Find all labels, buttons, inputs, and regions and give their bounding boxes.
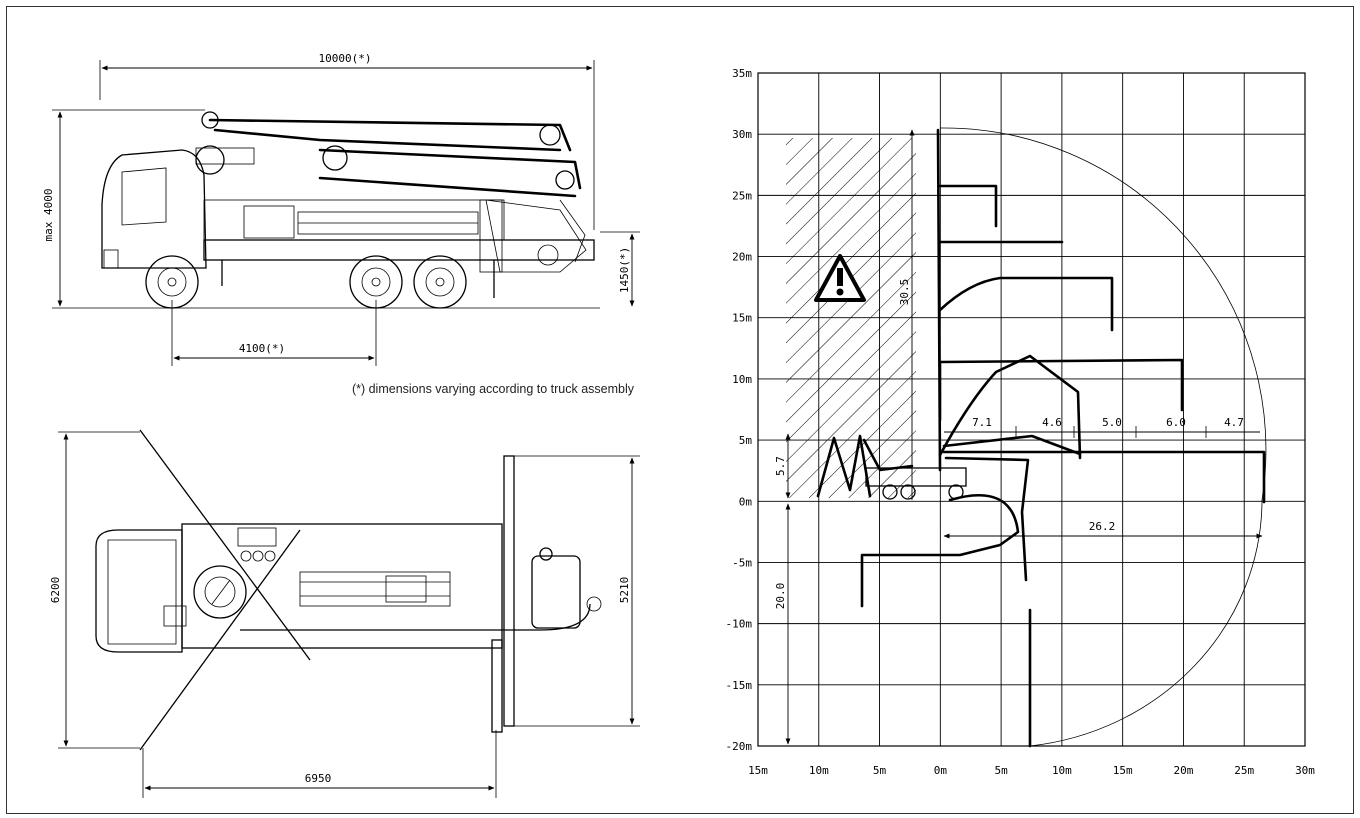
x-tick-label: 5m <box>873 764 887 777</box>
truck-side-outline <box>101 111 595 309</box>
height-above-ground-label: 5.7 <box>774 456 787 476</box>
overall-length-dimension: 10000(*) <box>99 52 595 230</box>
x-axis-tick-labels: 15m 10m 5m 0m 5m 10m 15m 20m 25m 30m <box>748 764 1315 777</box>
reach-grid-lines <box>757 72 1306 747</box>
horizontal-reach-label: 26.2 <box>1089 520 1116 533</box>
y-axis-tick-labels: 35m 30m 25m 20m 15m 10m 5m 0m -5m -10m -15m -20m <box>726 67 753 753</box>
front-outrigger-span-dimension: 6200 <box>49 431 140 749</box>
reach-envelope-arc <box>939 127 1267 747</box>
rear-height-label: 1450(*) <box>618 247 631 293</box>
rear-height-dimension: 1450(*) <box>600 231 640 307</box>
rear-outrigger-span-dimension: 5210 <box>512 455 640 727</box>
wheelbase-dimension: 4100(*) <box>171 300 377 366</box>
front-outrigger-span-label: 6200 <box>49 577 62 604</box>
section-length-1: 7.1 <box>972 416 992 429</box>
x-tick-label: 15m <box>1113 764 1133 777</box>
footnote: (*) dimensions varying according to truc… <box>352 382 635 396</box>
section-dimensions: 7.1 4.6 5.0 6.0 4.7 <box>944 416 1260 438</box>
warning-triangle-icon <box>814 254 866 302</box>
x-tick-label: 15m <box>748 764 768 777</box>
max-height-label: max 4000 <box>42 189 55 242</box>
side-view: 10000(*) max 4000 1450(*) 4100(*) <box>42 52 640 366</box>
section-length-5: 4.7 <box>1224 416 1244 429</box>
x-tick-label: 20m <box>1174 764 1194 777</box>
x-tick-label: 5m <box>994 764 1008 777</box>
y-tick-label: 30m <box>732 128 752 141</box>
max-height-dimension: max 4000 <box>42 109 600 309</box>
y-tick-label: 20m <box>732 251 752 264</box>
x-tick-label: 30m <box>1295 764 1315 777</box>
section-length-2: 4.6 <box>1042 416 1062 429</box>
x-tick-label: 10m <box>809 764 829 777</box>
y-tick-label: 25m <box>732 189 752 202</box>
y-tick-label: 35m <box>732 67 752 80</box>
y-tick-label: -20m <box>726 740 753 753</box>
wheelbase-label: 4100(*) <box>239 342 285 355</box>
rear-outrigger-span-label: 5210 <box>618 577 631 604</box>
y-tick-label: 15m <box>732 312 752 325</box>
y-tick-label: -15m <box>726 679 753 692</box>
y-tick-label: 5m <box>739 434 753 447</box>
drawing-frame <box>6 6 1354 814</box>
y-tick-label: -10m <box>726 618 753 631</box>
x-tick-label: 0m <box>934 764 948 777</box>
outrigger-base-label: 6950 <box>305 772 332 785</box>
depth-below-label: 20.0 <box>774 583 787 610</box>
x-tick-label: 10m <box>1052 764 1072 777</box>
vertical-reach-label: 30.5 <box>898 279 911 306</box>
top-view: 6200 5210 6950 <box>49 429 640 798</box>
restricted-zone-hatch <box>786 138 916 498</box>
outrigger-base-dimension: 6950 <box>142 730 497 798</box>
section-length-4: 6.0 <box>1166 416 1186 429</box>
x-tick-label: 25m <box>1234 764 1254 777</box>
overall-length-label: 10000(*) <box>319 52 372 65</box>
reach-diagram: 30.5 5.7 20.0 26.2 7.1 4.6 5.0 6.0 4.7 <box>726 67 1316 777</box>
boom-positions <box>816 128 1266 748</box>
y-tick-label: 0m <box>739 495 753 508</box>
y-tick-label: -5m <box>732 556 752 569</box>
section-length-3: 5.0 <box>1102 416 1122 429</box>
y-tick-label: 10m <box>732 373 752 386</box>
